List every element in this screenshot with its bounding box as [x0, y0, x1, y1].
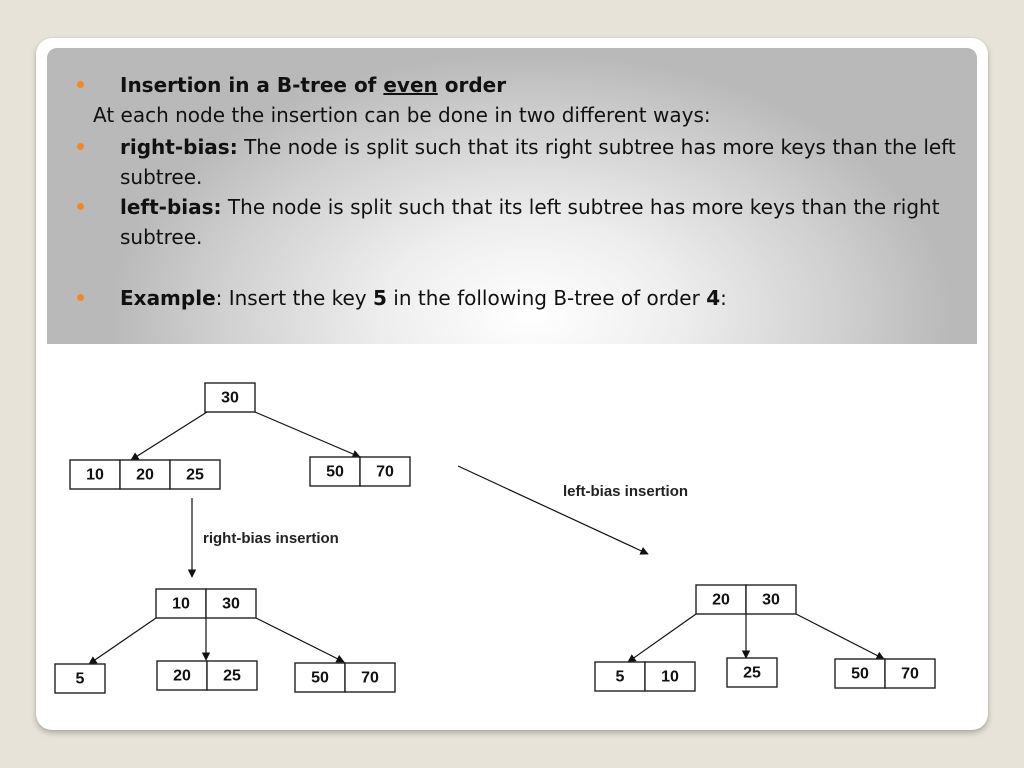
- edge-original-left: [130, 411, 208, 461]
- node-left-bias-left: 5 10: [594, 661, 696, 692]
- bullet-example-text: Example: Insert the key 5 in the followi…: [120, 283, 959, 313]
- node-key: 20: [136, 467, 154, 484]
- key-cell: [69, 459, 121, 490]
- edge-right-bias-right: [255, 617, 345, 663]
- node-key: 20: [173, 668, 191, 685]
- key-cell: [726, 657, 778, 688]
- arrow-left-bias: [457, 465, 649, 555]
- example-text: : Insert the key: [215, 286, 374, 310]
- key-cell: [204, 382, 256, 413]
- node-left-bias-right: 50 70: [834, 658, 936, 689]
- node-key: 70: [361, 670, 379, 687]
- node-key: 30: [762, 592, 780, 609]
- key-cell: [884, 658, 936, 689]
- edge-left-bias-right: [795, 613, 885, 660]
- node-left-bias-root: 20 30: [695, 584, 797, 615]
- key-cell: [169, 459, 221, 490]
- node-key: 50: [851, 666, 869, 683]
- key-cell: [156, 660, 208, 691]
- key-cell: [205, 588, 257, 619]
- bullet-dot: [77, 203, 84, 210]
- example-middle: in the following B-tree of order: [386, 286, 707, 310]
- node-key: 70: [376, 464, 394, 481]
- heading-underline: even: [383, 73, 438, 97]
- node-key: 10: [86, 467, 104, 484]
- right-bias-definition: The node is split such that its right su…: [120, 135, 956, 189]
- node-key: 5: [616, 669, 625, 686]
- heading-after: order: [437, 73, 507, 97]
- caption-left-bias: left-bias insertion: [563, 483, 688, 500]
- right-bias-term: right-bias:: [120, 135, 238, 159]
- node-key: 25: [186, 467, 204, 484]
- node-key: 20: [712, 592, 730, 609]
- text-panel: Insertion in a B-tree of even order At e…: [47, 48, 977, 344]
- node-key: 10: [172, 596, 190, 613]
- edge-right-bias-left: [88, 617, 157, 665]
- node-key: 50: [326, 464, 344, 481]
- node-right-bias-middle: 20 25: [156, 660, 258, 691]
- key-cell: [155, 588, 207, 619]
- example-order: 4: [706, 286, 721, 310]
- key-cell: [344, 662, 396, 693]
- original-tree: 30 10 20 25 50 70: [69, 382, 411, 490]
- node-original-root: 30: [204, 382, 256, 413]
- bullet-right-bias-text: right-bias: The node is split such that …: [120, 132, 959, 192]
- node-left-bias-middle: 25: [726, 657, 778, 688]
- node-original-right: 50 70: [309, 456, 411, 487]
- key-cell: [206, 660, 258, 691]
- bullet-heading-text: Insertion in a B-tree of even order: [120, 70, 959, 100]
- bullet-dot: [77, 143, 84, 150]
- node-key: 50: [311, 670, 329, 687]
- bullet-left-bias-text: left-bias: The node is split such that i…: [120, 192, 959, 252]
- node-key: 30: [221, 390, 239, 407]
- bullet-dot: [77, 294, 84, 301]
- node-key: 5: [76, 671, 85, 688]
- key-cell: [309, 456, 361, 487]
- key-cell: [594, 661, 646, 692]
- node-key: 70: [901, 666, 919, 683]
- heading-bold: Insertion in a B-tree of: [120, 73, 384, 97]
- key-cell: [359, 456, 411, 487]
- right-bias-tree: 10 30 5 20 25 50 70: [54, 588, 396, 694]
- left-bias-term: left-bias:: [120, 195, 222, 219]
- intro-line: At each node the insertion can be done i…: [93, 103, 711, 127]
- node-key: 30: [222, 596, 240, 613]
- node-right-bias-root: 10 30: [155, 588, 257, 619]
- edge-left-bias-left: [627, 613, 697, 663]
- key-cell: [119, 459, 171, 490]
- example-term: Example: [120, 286, 216, 310]
- node-right-bias-left: 5: [54, 663, 106, 694]
- left-bias-definition: The node is split such that its left sub…: [120, 195, 940, 249]
- example-end: :: [720, 286, 727, 310]
- edge-original-right: [254, 411, 361, 458]
- key-cell: [54, 663, 106, 694]
- node-key: 25: [223, 668, 241, 685]
- node-key: 25: [743, 665, 761, 682]
- node-key: 10: [661, 669, 679, 686]
- key-cell: [695, 584, 747, 615]
- bullet-dot: [77, 81, 84, 88]
- node-original-left: 10 20 25: [69, 459, 221, 490]
- key-cell: [745, 584, 797, 615]
- left-bias-tree: 20 30 5 10 25 50 70: [594, 584, 936, 692]
- key-cell: [644, 661, 696, 692]
- caption-right-bias: right-bias insertion: [203, 530, 339, 547]
- node-right-bias-right: 50 70: [294, 662, 396, 693]
- example-key: 5: [373, 286, 387, 310]
